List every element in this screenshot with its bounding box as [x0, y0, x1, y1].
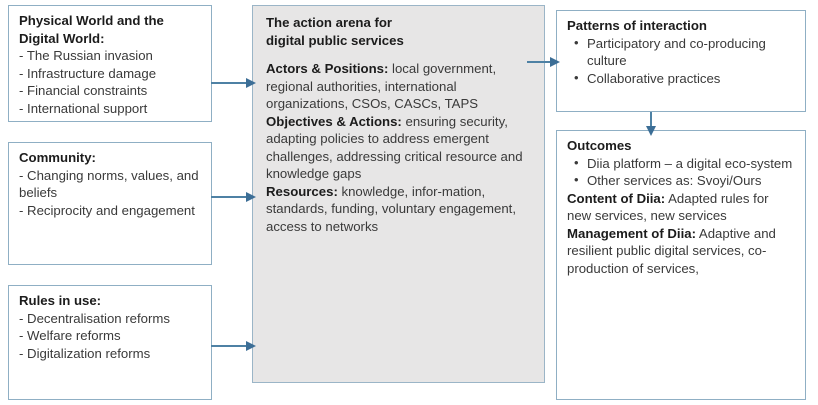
- list-item: Diia platform – a digital eco-system: [574, 154, 796, 173]
- arena-section-objectives-text: ensuring security, adapting policies to …: [266, 113, 523, 182]
- spacer: [266, 49, 532, 60]
- box-physical-title-line2: Digital World:: [19, 30, 105, 46]
- list-item: Participatory and co-producing culture: [574, 34, 796, 70]
- arena-section-resources-text: knowledge, infor-mation, standards, fund…: [266, 183, 516, 235]
- box-community-title: Community:: [19, 150, 96, 165]
- list-item: Other services as: Svoyi/Ours: [574, 171, 796, 190]
- box-physical-item: - International support: [19, 100, 148, 116]
- box-outcomes: Outcomes Diia platform – a digital eco-s…: [556, 130, 806, 400]
- arrow-arena-to-patterns-icon: [527, 57, 560, 67]
- box-community-item: - Reciprocity and engagement: [19, 202, 195, 218]
- box-physical-item: - Infrastructure damage: [19, 65, 157, 81]
- box-physical-digital-world: Physical World and the Digital World: - …: [8, 5, 212, 122]
- outcomes-section-management-lead: Management of Diia:: [567, 225, 696, 241]
- outcomes-section-management-text: Adaptive and resilient public digital se…: [567, 225, 776, 276]
- box-rules-in-use: Rules in use: - Decentralisation reforms…: [8, 285, 212, 400]
- box-arena-title-line2: digital public services: [266, 32, 404, 48]
- arena-section-actors: Actors & Positions: local government, re…: [266, 60, 532, 113]
- box-rules-title: Rules in use:: [19, 293, 102, 308]
- box-action-arena: The action arena for digital public serv…: [252, 5, 545, 383]
- box-rules-item: - Welfare reforms: [19, 328, 121, 344]
- box-patterns-title: Patterns of interaction: [567, 18, 707, 33]
- outcomes-section-content-text: Adapted rules for new services, new serv…: [567, 190, 769, 224]
- arrow-patterns-to-outcomes-icon: [646, 112, 656, 136]
- arrow-physical-to-arena-icon: [211, 78, 256, 88]
- box-arena-title-line1: The action arena for: [266, 15, 393, 30]
- arena-section-resources-lead: Resources:: [266, 183, 338, 199]
- outcomes-section-management: Management of Diia: Adaptive and resilie…: [567, 225, 796, 278]
- list-item: Collaborative practices: [574, 69, 796, 88]
- arena-section-resources: Resources: knowledge, infor-mation, stan…: [266, 183, 532, 236]
- outcomes-section-content: Content of Diia: Adapted rules for new s…: [567, 190, 796, 225]
- arena-section-objectives: Objectives & Actions: ensuring security,…: [266, 113, 532, 183]
- arena-section-actors-lead: Actors & Positions:: [266, 61, 389, 77]
- box-physical-item: - Financial constraints: [19, 83, 148, 99]
- box-outcomes-title: Outcomes: [567, 138, 632, 153]
- box-rules-item: - Decentralisation reforms: [19, 310, 170, 326]
- outcomes-section-content-lead: Content of Diia:: [567, 190, 666, 206]
- box-community-item: - Changing norms, values, and beliefs: [19, 167, 199, 201]
- box-patterns-of-interaction: Patterns of interaction Participatory an…: [556, 10, 806, 112]
- box-community: Community: - Changing norms, values, and…: [8, 142, 212, 265]
- box-outcomes-bullet-list: Diia platform – a digital eco-system Oth…: [567, 154, 796, 190]
- box-physical-item: - The Russian invasion: [19, 48, 153, 64]
- arena-section-objectives-lead: Objectives & Actions:: [266, 113, 402, 129]
- box-patterns-bullet-list: Participatory and co-producing culture C…: [567, 34, 796, 88]
- arrow-rules-to-arena-icon: [211, 341, 256, 351]
- box-physical-title-line1: Physical World and the: [19, 13, 164, 28]
- arrow-community-to-arena-icon: [211, 192, 256, 202]
- arena-section-actors-text: local government, regional authorities, …: [266, 61, 497, 112]
- box-rules-item: - Digitalization reforms: [19, 345, 151, 361]
